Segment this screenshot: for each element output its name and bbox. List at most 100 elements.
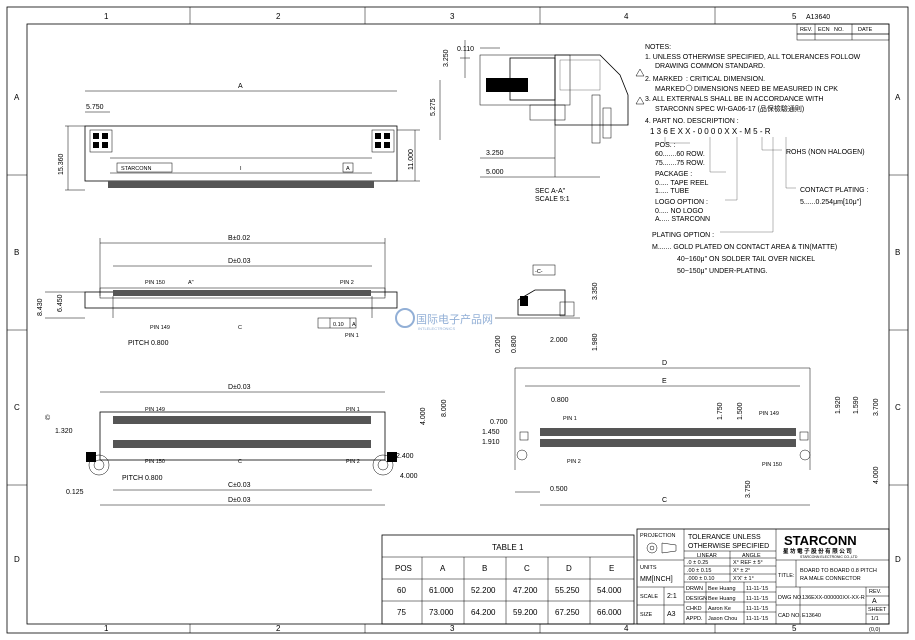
svg-text:C: C — [524, 564, 530, 573]
row-label-a-r: A — [895, 93, 901, 102]
svg-text:2:1: 2:1 — [667, 593, 677, 600]
svg-text:A: A — [346, 166, 350, 172]
svg-text:PIN 2: PIN 2 — [340, 280, 354, 286]
svg-text:MM[INCH]: MM[INCH] — [640, 576, 673, 583]
svg-text:X'X' ± 1°: X'X' ± 1° — [733, 576, 754, 582]
svg-text:A: A — [238, 83, 243, 90]
svg-text:X° ± 2°: X° ± 2° — [733, 568, 750, 574]
row-label-b: B — [14, 248, 19, 257]
svg-text:D: D — [566, 564, 572, 573]
row-label-d-r: D — [895, 555, 901, 564]
svg-text:.0 ± 0.25: .0 ± 0.25 — [687, 560, 708, 566]
svg-text:APPD.: APPD. — [686, 616, 703, 622]
col-label-5: 5 — [792, 12, 797, 21]
section-title: SEC A-A" — [535, 188, 566, 195]
svg-text:5.750: 5.750 — [86, 104, 104, 111]
svg-text:Aaron Ke: Aaron Ke — [708, 606, 731, 612]
svg-text:0.800: 0.800 — [551, 397, 569, 404]
svg-text:3.350: 3.350 — [592, 282, 599, 300]
col-label-3: 3 — [450, 12, 455, 21]
svg-text:D±0.03: D±0.03 — [228, 384, 251, 391]
front-starconn-label: STARCONN — [121, 166, 151, 172]
svg-text:11.000: 11.000 — [408, 149, 415, 170]
svg-text:2.400: 2.400 — [396, 453, 414, 460]
col-label-2b: 2 — [276, 624, 281, 633]
svg-text:1.920: 1.920 — [835, 396, 842, 414]
svg-text:PIN 149: PIN 149 — [759, 411, 779, 417]
svg-text:0.10: 0.10 — [333, 322, 344, 328]
svg-text:DIMENSIONS NEED BE MEASURED IN: DIMENSIONS NEED BE MEASURED IN CPK — [694, 86, 838, 93]
section-view: 0.110 3.250 5.275 3.250 5.000 SEC A-A" S… — [430, 40, 629, 203]
svg-text:A3: A3 — [667, 611, 676, 618]
svg-text:PIN 150: PIN 150 — [145, 280, 165, 286]
svg-text:54.000: 54.000 — [597, 586, 622, 595]
svg-text:Bee Huang: Bee Huang — [708, 586, 736, 592]
svg-text:6.450: 6.450 — [57, 294, 64, 312]
svg-text:CHKD: CHKD — [686, 606, 702, 612]
side-view-small: -C- 3.350 0.200 0.800 2.000 1.980 — [495, 264, 599, 353]
notes-block: NOTES: 1. UNLESS OTHERWISE SPECIFIED, AL… — [635, 44, 869, 275]
brand-logo: STARCONN — [784, 533, 857, 548]
outer-frame — [6, 6, 909, 634]
svg-text:I: I — [240, 166, 242, 172]
svg-text:1.750: 1.750 — [717, 402, 724, 420]
svg-text:DESIGN: DESIGN — [686, 596, 707, 602]
svg-text:PIN 1: PIN 1 — [345, 333, 359, 339]
svg-text:PIN 150: PIN 150 — [762, 462, 782, 468]
svg-text:E: E — [662, 378, 667, 385]
svg-text:0.125: 0.125 — [66, 489, 84, 496]
svg-text:CAD NO.: CAD NO. — [778, 613, 801, 619]
svg-text:NOTES:: NOTES: — [645, 44, 671, 51]
svg-text:3. ALL EXTERNALS SHALL BE IN A: 3. ALL EXTERNALS SHALL BE IN ACCORDANCE … — [645, 96, 823, 103]
col-label-5b: 5 — [792, 624, 797, 633]
svg-text:-C-: -C- — [535, 269, 543, 275]
svg-text:UNITS: UNITS — [640, 565, 657, 571]
svg-text:136EXX-000000XX-XX-R: 136EXX-000000XX-XX-R — [802, 595, 865, 601]
svg-text:8.000: 8.000 — [441, 399, 448, 417]
svg-text:PIN 150: PIN 150 — [145, 459, 165, 465]
row-label-c-r: C — [895, 403, 901, 412]
svg-text:NO.: NO. — [834, 27, 844, 33]
svg-text:PIN 1: PIN 1 — [563, 416, 577, 422]
rev-block: REV. ECN NO. DATE — [796, 23, 890, 41]
col-label-3b: 3 — [450, 624, 455, 633]
svg-text:D±0.03: D±0.03 — [228, 497, 251, 504]
svg-text:0.110: 0.110 — [457, 46, 474, 53]
row-label-d: D — [14, 555, 20, 564]
svg-text:1.590: 1.590 — [853, 396, 860, 414]
footprint-view: D E 0.800 0.700 1.450 1.910 PIN 1 PIN 2 … — [482, 360, 880, 506]
svg-text:ANGLE: ANGLE — [742, 553, 761, 559]
svg-text:66.000: 66.000 — [597, 608, 622, 617]
svg-text:1.320: 1.320 — [55, 428, 73, 435]
col-label-4b: 4 — [624, 624, 629, 633]
svg-text:60.......60 ROW.: 60.......60 ROW. — [655, 151, 705, 158]
svg-text:4.000: 4.000 — [873, 466, 880, 484]
svg-text:4.000: 4.000 — [420, 407, 427, 425]
svg-text:61.000: 61.000 — [429, 586, 454, 595]
svg-text:PLATING OPTION :: PLATING OPTION : — [652, 232, 714, 239]
svg-text:TOLERANCE UNLESS: TOLERANCE UNLESS — [688, 534, 761, 541]
svg-text:1.910: 1.910 — [482, 439, 500, 446]
svg-text:MARKED: MARKED — [655, 86, 685, 93]
svg-text:M....... GOLD PLATED ON CONTA: M....... GOLD PLATED ON CONTACT AREA & T… — [652, 244, 837, 251]
svg-text:LINEAR: LINEAR — [697, 553, 717, 559]
svg-text:1 3 6 E X X - 0 0 0 0 X X - M: 1 3 6 E X X - 0 0 0 0 X X - M 5 - R — [650, 127, 771, 136]
svg-text:B±0.02: B±0.02 — [228, 235, 250, 242]
svg-text:5.275: 5.275 — [430, 98, 437, 116]
svg-text:0.500: 0.500 — [550, 486, 568, 493]
svg-text:3.250: 3.250 — [443, 49, 450, 67]
svg-text:PIN 1: PIN 1 — [346, 407, 360, 413]
svg-text:5......0.254μm[10μ"]: 5......0.254μm[10μ"] — [800, 199, 861, 206]
svg-text:SIZE: SIZE — [640, 612, 653, 618]
col-label-1b: 1 — [104, 624, 109, 633]
svg-text:C: C — [662, 497, 667, 504]
svg-text:2. MARKED: 2. MARKED — [645, 76, 683, 83]
svg-text:.00 ± 0.15: .00 ± 0.15 — [687, 568, 711, 574]
top-view: B±0.02 D±0.03 PIN 150 PIN 2 PIN 149 PIN … — [37, 235, 398, 347]
svg-text:(0,0): (0,0) — [869, 627, 880, 633]
section-scale: SCALE 5:1 — [535, 196, 570, 203]
svg-text:PACKAGE :: PACKAGE : — [655, 171, 692, 178]
svg-text:PIN 149: PIN 149 — [145, 407, 165, 413]
svg-text:LOGO OPTION :: LOGO OPTION : — [655, 199, 708, 206]
svg-text:11-11-'15: 11-11-'15 — [746, 586, 768, 592]
